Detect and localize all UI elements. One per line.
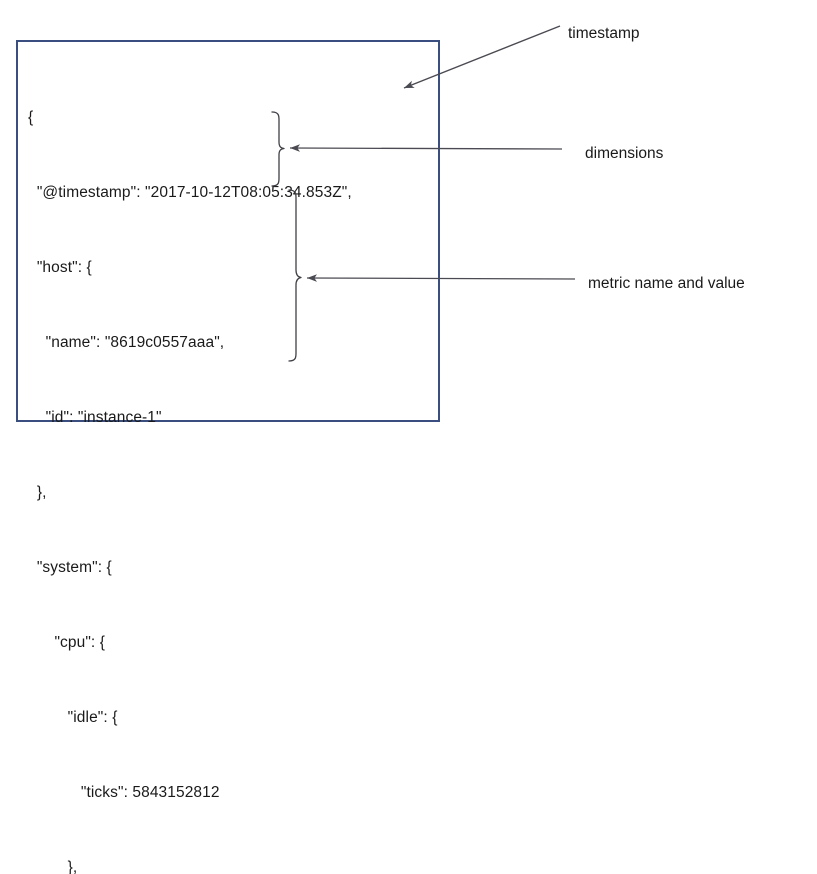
- annotation-label-metric: metric name and value: [588, 275, 745, 292]
- json-line-cpu-open: "cpu": {: [28, 634, 106, 651]
- json-line-idle-close: },: [28, 859, 78, 874]
- json-line-host-name: "name": "8619c0557aaa",: [28, 334, 225, 351]
- json-line-idle-open: "idle": {: [28, 709, 118, 726]
- diagram-canvas: { "@timestamp": "2017-10-12T08:05:34.853…: [16, 25, 745, 874]
- json-line-timestamp: "@timestamp": "2017-10-12T08:05:34.853Z"…: [28, 184, 352, 201]
- json-code-block: { "@timestamp": "2017-10-12T08:05:34.853…: [28, 55, 448, 874]
- json-line-system-open: "system": {: [28, 559, 112, 576]
- json-line-host-id: "id": "instance-1": [28, 409, 162, 426]
- json-line-host-close: },: [28, 484, 47, 501]
- json-document-box: [16, 40, 440, 422]
- annotation-label-dimensions: dimensions: [585, 145, 664, 162]
- json-line-host-open: "host": {: [28, 259, 92, 276]
- json-line-ticks: "ticks": 5843152812: [28, 784, 220, 801]
- json-line: {: [28, 109, 34, 126]
- annotation-label-timestamp: timestamp: [568, 25, 640, 42]
